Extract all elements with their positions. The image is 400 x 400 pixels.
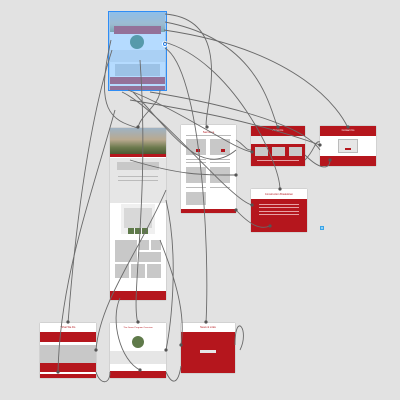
wire: [67, 49, 113, 324]
wire: [234, 325, 244, 351]
gallery-tile: [151, 240, 161, 250]
gallery-tile: [139, 240, 149, 250]
text-line: [257, 160, 299, 161]
service-image: [186, 139, 206, 155]
gallery-tile: [115, 240, 137, 262]
projects-nav: [110, 154, 166, 157]
text-line: [210, 187, 230, 188]
text-line: [186, 159, 206, 160]
service-badge: [196, 149, 200, 152]
text-line: [259, 211, 299, 212]
service-image: [210, 139, 230, 155]
about-photo: [289, 147, 302, 156]
wire: [165, 199, 174, 351]
contact-submit: [345, 148, 351, 150]
artboard-testimonials[interactable]: Construction Breakdown: [251, 189, 307, 232]
gallery-tile: [115, 264, 129, 278]
link-handle-icon[interactable]: [162, 41, 168, 47]
text-line: [118, 180, 158, 181]
artboard-what-we-do[interactable]: What We Do: [40, 323, 96, 378]
wire: [164, 13, 212, 129]
projects-green-badge: [135, 228, 141, 234]
wire: [304, 141, 321, 161]
floating-hotspot-icon[interactable]: [320, 226, 324, 230]
projects-map-area: [124, 208, 152, 228]
about-photo: [272, 147, 285, 156]
service-image: [186, 192, 206, 205]
text-line: [210, 162, 230, 163]
gallery-tile: [147, 264, 161, 278]
divider: [186, 135, 231, 136]
projects-hero-image: [110, 128, 166, 154]
artboard-about[interactable]: About Us: [251, 126, 305, 166]
artboard-contact[interactable]: Contact Us: [320, 126, 376, 166]
artboard-green-program[interactable]: The Green Program Overview: [110, 323, 166, 378]
text-line: [259, 214, 299, 215]
gallery-tile: [139, 252, 161, 262]
gallery-tile: [131, 264, 145, 278]
text-line: [186, 187, 206, 188]
projects-footer: [110, 291, 166, 300]
projects-green-badge: [128, 228, 134, 234]
about-heading: About Us: [272, 129, 284, 132]
artboard-services[interactable]: Services: [181, 125, 236, 213]
contact-heading: Contact Us: [341, 129, 355, 132]
text-line: [259, 204, 299, 205]
what-we-do-footer: [40, 374, 96, 378]
projects-green-badge: [142, 228, 148, 234]
artboard-selection[interactable]: [108, 11, 167, 91]
wire: [163, 29, 349, 129]
text-line: [118, 176, 158, 177]
green-program-seal: [132, 336, 144, 348]
wire: [137, 89, 161, 129]
artboard-news[interactable]: News & Links: [181, 323, 235, 373]
contact-footer: [320, 156, 376, 166]
what-we-do-heading: What We Do: [60, 326, 76, 329]
services-footer: [181, 209, 236, 213]
artboard-projects[interactable]: [110, 128, 166, 300]
text-line: [186, 162, 206, 163]
about-photo: [255, 147, 268, 156]
services-heading: Services: [202, 130, 215, 134]
what-we-do-band: [40, 363, 96, 372]
service-image: [210, 167, 230, 183]
green-program-text: [110, 351, 166, 364]
what-we-do-band: [40, 332, 96, 342]
green-program-footer: [110, 371, 166, 378]
projects-image: [117, 162, 159, 170]
text-line: [259, 207, 299, 208]
wire: [164, 21, 279, 129]
what-we-do-image: [40, 345, 96, 363]
wire: [95, 371, 111, 383]
wire: [235, 139, 252, 151]
service-image: [186, 167, 206, 183]
contact-form: [338, 139, 358, 153]
green-program-heading: The Green Program Overview: [123, 327, 153, 329]
news-heading: News & Links: [200, 326, 216, 329]
news-button: [200, 350, 216, 353]
text-line: [210, 159, 230, 160]
wire: [165, 365, 182, 382]
about-text-block: [251, 136, 305, 144]
contact-header: [320, 126, 376, 136]
service-badge: [221, 149, 225, 152]
testimonials-heading: Construction Breakdown: [264, 193, 294, 196]
